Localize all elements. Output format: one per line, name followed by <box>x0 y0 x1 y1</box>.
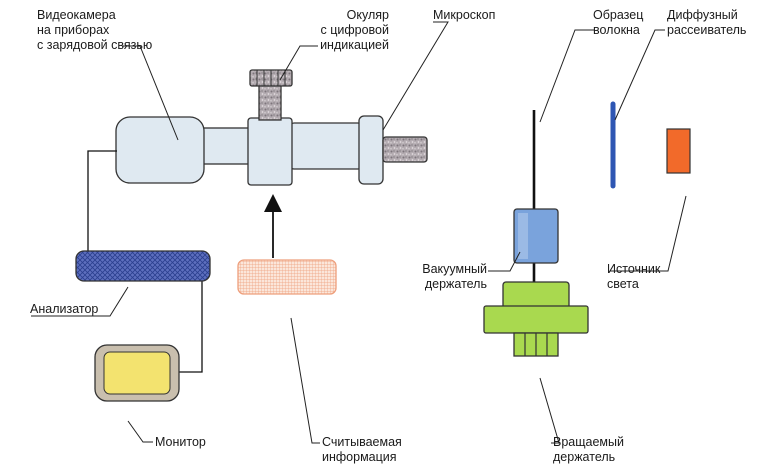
label-line: света <box>607 277 639 291</box>
readout-panel <box>237 259 337 295</box>
label-line: волокна <box>593 23 640 37</box>
label-monitor: Монитор <box>155 435 206 449</box>
label-analyzer: Анализатор <box>30 302 98 316</box>
label-line: Диффузный <box>667 8 738 22</box>
eyepiece-housing <box>247 117 293 186</box>
label-line: рассеиватель <box>667 23 746 37</box>
microscope-collar <box>358 115 384 185</box>
analyzer-block <box>75 250 211 282</box>
rotating-holder-base <box>483 305 589 334</box>
label-line: Образец <box>593 8 643 22</box>
fiber-setup <box>483 101 691 357</box>
tube-right <box>289 122 363 170</box>
video-camera-body <box>115 116 205 184</box>
camera-analyzer-wire <box>87 150 117 252</box>
label-line: с цифровой <box>321 23 390 37</box>
tube-left <box>199 127 253 165</box>
label-line: держатель <box>553 450 615 464</box>
vacuum-holder <box>513 208 559 264</box>
light-source <box>666 128 691 174</box>
monitor-screen <box>103 351 171 395</box>
label-line: Микроскоп <box>433 8 495 22</box>
microscope-objective <box>382 136 428 163</box>
label-line: Вращаемый <box>553 435 624 449</box>
label-line: держатель <box>425 277 487 291</box>
rotating-holder-top <box>502 281 570 310</box>
analyzer-monitor-wire <box>178 280 203 373</box>
vacuum-holder-highlight <box>518 213 528 259</box>
leader-lines <box>31 21 687 444</box>
label-line: Анализатор <box>30 302 98 316</box>
label-line: Считываемая <box>322 435 402 449</box>
label-line: индикацией <box>320 38 389 52</box>
label-line: на приборах <box>37 23 110 37</box>
label-microscope: Микроскоп <box>433 8 495 22</box>
microscope-assembly <box>115 69 428 186</box>
label-line: Вакуумный <box>422 262 487 276</box>
label-line: Монитор <box>155 435 206 449</box>
label-line: Видеокамера <box>37 8 116 22</box>
label-line: Источник <box>607 262 661 276</box>
label-line: Окуляр <box>347 8 389 22</box>
label-line: с зарядовой связью <box>37 38 152 52</box>
label-line: информация <box>322 450 397 464</box>
monitor-device <box>94 344 180 402</box>
